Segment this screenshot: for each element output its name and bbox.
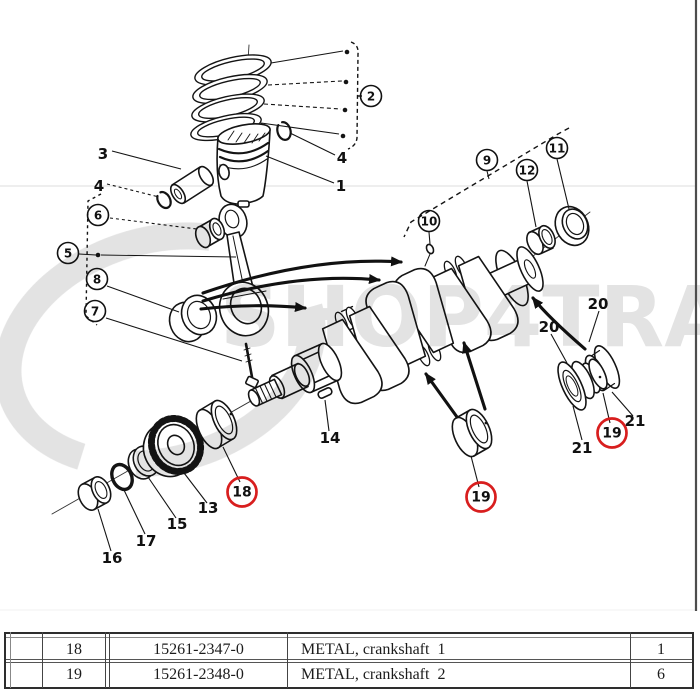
callout-6: 6	[94, 208, 102, 222]
callout-19: 19	[602, 425, 621, 441]
bearing-carrier-assembly	[557, 345, 621, 411]
callout-4: 4	[337, 149, 347, 167]
qty-cell: 1	[657, 641, 665, 658]
description-cell: METAL, crankshaft 1	[301, 641, 446, 658]
callout-15: 15	[167, 515, 188, 533]
callout-4: 4	[94, 177, 104, 195]
bushing-12	[526, 224, 556, 256]
ring-set-bracket	[347, 41, 359, 150]
leader-lines	[78, 49, 634, 552]
callout-circle	[545, 136, 569, 160]
highlight-circle[interactable]	[226, 476, 258, 508]
piston-rings	[190, 54, 272, 142]
callout-16: 16	[102, 549, 123, 567]
qty-cell: 6	[657, 666, 665, 683]
o-ring-17	[110, 462, 134, 492]
callout-20: 20	[539, 318, 560, 336]
callout-circle	[86, 203, 110, 227]
callout-circle	[83, 299, 107, 323]
seal-ring-11	[554, 205, 590, 247]
callout-1: 1	[336, 177, 346, 195]
highlight-circle[interactable]	[596, 417, 628, 449]
watermark-text: SHOP4TRAC	[220, 268, 700, 366]
callout-11: 11	[549, 141, 566, 155]
callout-21: 21	[572, 439, 593, 457]
callout-8: 8	[93, 272, 101, 286]
callout-21: 21	[625, 412, 646, 430]
callout-19: 19	[471, 489, 490, 505]
callout-10: 10	[421, 214, 438, 228]
main-bearing-19-mid	[451, 408, 493, 458]
highlight-circle[interactable]	[465, 481, 497, 513]
crank-subassembly-bracket	[403, 127, 570, 238]
callout-14: 14	[320, 429, 341, 447]
callout-circle	[359, 84, 383, 108]
callout-7: 7	[91, 304, 99, 318]
scan-artifacts	[0, 185, 695, 611]
callout-9: 9	[483, 153, 491, 167]
woodruff-key	[317, 387, 333, 399]
callout-circle	[56, 241, 80, 265]
callout-circle	[417, 209, 441, 233]
callout-20: 20	[588, 295, 609, 313]
callout-circle	[475, 148, 499, 172]
callout-12: 12	[519, 163, 536, 177]
flow-arrows	[199, 256, 587, 419]
part-number-cell: 15261-2348-0	[153, 666, 244, 683]
callout-17: 17	[136, 532, 157, 550]
snap-rings	[156, 121, 292, 210]
collar-16	[77, 476, 112, 511]
callout-13: 13	[198, 499, 219, 517]
rod-bolt-7	[243, 342, 259, 389]
callout-5: 5	[64, 246, 72, 260]
callout-circle	[515, 158, 539, 182]
callout-18: 18	[232, 484, 251, 500]
ref-no-cell: 19	[66, 666, 82, 683]
description-cell: METAL, crankshaft 2	[301, 666, 446, 683]
ref-no-cell: 18	[66, 641, 82, 658]
callout-2: 2	[367, 89, 375, 103]
piston-pin	[169, 165, 215, 205]
callout-3: 3	[98, 145, 108, 163]
watermark: SHOP4TRAC	[0, 222, 700, 478]
piston	[216, 123, 271, 208]
watermark-swoosh	[0, 222, 326, 478]
oil-plug-10	[424, 243, 435, 267]
part-number-cell: 15261-2347-0	[153, 641, 244, 658]
callout-circle	[85, 267, 109, 291]
